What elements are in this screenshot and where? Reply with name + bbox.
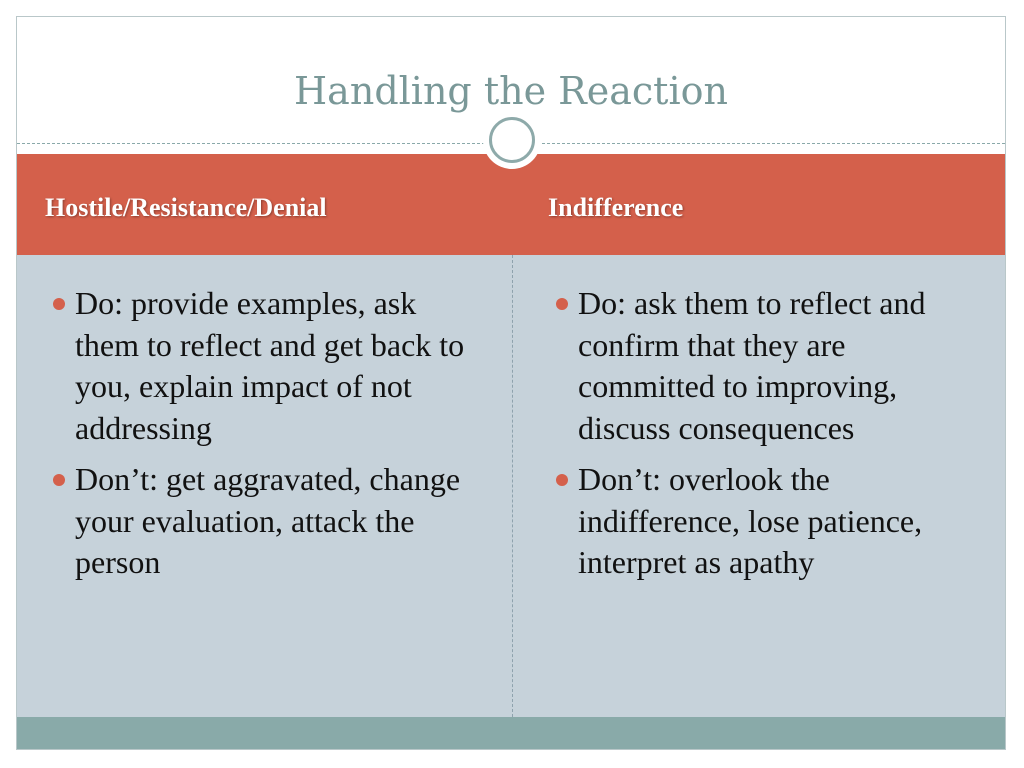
bullet-list-indifference: Do: ask them to reflect and confirm that… xyxy=(554,283,974,594)
bullet-text: Do: ask them to reflect and confirm that… xyxy=(578,285,926,446)
bullet-dot-icon xyxy=(556,298,568,310)
slide-title: Handling the Reaction xyxy=(294,69,728,113)
list-item: Don’t: overlook the indifference, lose p… xyxy=(554,459,974,584)
circle-ring-icon xyxy=(489,117,535,163)
list-item: Do: provide examples, ask them to reflec… xyxy=(51,283,481,449)
list-item: Do: ask them to reflect and confirm that… xyxy=(554,283,974,449)
bullet-list-hostile: Do: provide examples, ask them to reflec… xyxy=(51,283,481,594)
bullet-dot-icon xyxy=(556,474,568,486)
bullet-text: Do: provide examples, ask them to reflec… xyxy=(75,285,465,446)
column-separator xyxy=(512,255,513,717)
bullet-dot-icon xyxy=(53,474,65,486)
bullet-text: Don’t: overlook the indifference, lose p… xyxy=(578,461,923,580)
bullet-text: Don’t: get aggravated, change your evalu… xyxy=(75,461,461,580)
circle-ornament-icon xyxy=(483,111,541,169)
column-heading-indifference: Indifference xyxy=(548,193,684,222)
header-band xyxy=(17,154,1005,255)
list-item: Don’t: get aggravated, change your evalu… xyxy=(51,459,481,584)
slide: Handling the Reaction Hostile/Resistance… xyxy=(16,16,1006,750)
footer-band xyxy=(17,717,1005,749)
column-heading-hostile: Hostile/Resistance/Denial xyxy=(45,193,327,222)
table-body xyxy=(17,255,1005,717)
bullet-dot-icon xyxy=(53,298,65,310)
